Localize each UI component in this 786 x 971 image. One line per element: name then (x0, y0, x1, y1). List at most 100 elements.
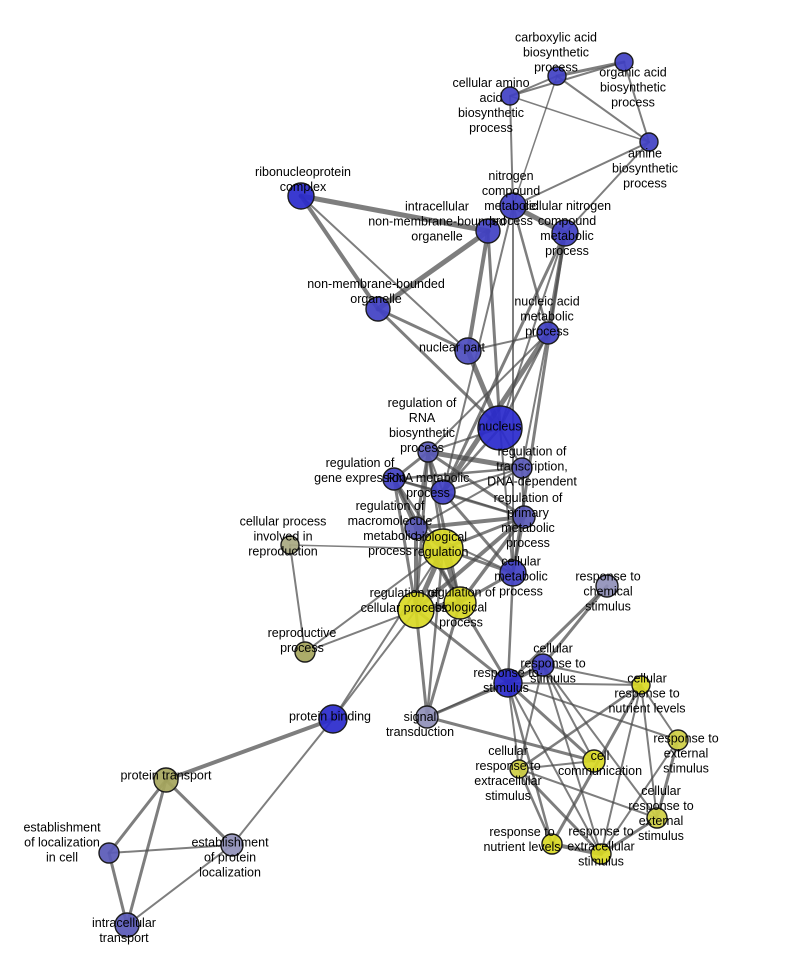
graph-edge-regulation-of-biological-process--signal-transduction[interactable] (425, 601, 462, 719)
graph-edge-cellular-response-to-nutrient-levels--response-to-extracellular-stimulus[interactable] (600, 684, 642, 855)
graph-edge-regulation-of-primary-metabolic-process--regulation-of-macromolecule-metabolic-process[interactable] (414, 515, 526, 530)
graph-node-regulation-of-biological-process[interactable] (443, 586, 477, 620)
graph-edge-cellular-metabolic-process--response-to-stimulus[interactable] (506, 571, 515, 685)
graph-edge-regulation-of-transcription-dna-dependent--rna-metabolic-process[interactable] (442, 467, 523, 493)
graph-edge-response-to-external-stimulus--cellular-response-to-external-stimulus[interactable] (655, 738, 680, 820)
graph-edge-nitrogen-compound-metabolic-process--nucleic-acid-metabolic-process[interactable] (511, 204, 550, 335)
graph-edge-regulation-of-rna-biosynthetic-process--regulation-of-primary-metabolic-process[interactable] (426, 450, 526, 519)
graph-edge-regulation-of-cellular-process--response-to-stimulus[interactable] (414, 608, 510, 685)
graph-edge-amine-biosynthetic-process--nitrogen-compound-metabolic-process[interactable] (512, 141, 650, 207)
graph-edge-cellular-amino-acid-biosynthetic-process--nitrogen-compound-metabolic-process[interactable] (509, 95, 514, 207)
graph-edge-protein-transport--establishment-of-protein-localization[interactable] (164, 778, 234, 847)
graph-edge-response-to-chemical-stimulus--cellular-response-to-stimulus[interactable] (541, 584, 609, 667)
graph-edge-cellular-response-to-nutrient-levels--cellular-response-to-external-stimulus[interactable] (640, 684, 658, 819)
graph-edge-cellular-response-to-stimulus--cellular-response-to-extracellular-stimulus[interactable] (518, 664, 544, 770)
graph-node-cellular-response-to-nutrient-levels[interactable] (631, 675, 651, 695)
graph-node-establishment-of-protein-localization[interactable] (220, 833, 244, 857)
graph-node-cellular-response-to-stimulus[interactable] (531, 653, 555, 677)
graph-node-intracellular-transport[interactable] (114, 912, 140, 938)
graph-edge-cellular-response-to-stimulus--cellular-response-to-external-stimulus[interactable] (542, 664, 658, 819)
graph-node-cellular-amino-acid-biosynthetic-process[interactable] (500, 86, 520, 106)
graph-node-ribonucleoprotein-complex[interactable] (287, 182, 315, 210)
graph-edge-cellular-nitrogen-compound-metabolic-process--rna-metabolic-process[interactable] (441, 231, 567, 494)
graph-edge-signal-transduction--cellular-response-to-stimulus[interactable] (426, 664, 544, 718)
graph-edge-protein-binding--establishment-of-protein-localization[interactable] (231, 718, 334, 846)
graph-edge-amine-biosynthetic-process--cellular-nitrogen-compound-metabolic-process[interactable] (564, 141, 650, 234)
graph-node-regulation-of-transcription-dna-dependent[interactable] (511, 457, 533, 479)
graph-node-nuclear-part[interactable] (454, 337, 482, 365)
graph-edge-cellular-response-to-stimulus--response-to-extracellular-stimulus[interactable] (542, 664, 602, 855)
graph-node-regulation-of-macromolecule-metabolic-process[interactable] (404, 516, 428, 540)
graph-node-biological-regulation[interactable] (422, 528, 464, 570)
graph-edge-rna-metabolic-process--cellular-metabolic-process[interactable] (441, 490, 515, 575)
graph-edge-response-to-stimulus--response-to-nutrient-levels[interactable] (506, 681, 554, 846)
graph-node-carboxylic-acid-biosynthetic-process[interactable] (547, 66, 567, 86)
graph-edge-regulation-of-gene-expression--regulation-of-cellular-process[interactable] (392, 477, 418, 612)
graph-edge-biological-regulation--protein-binding[interactable] (332, 548, 444, 720)
graph-edge-biological-regulation--signal-transduction[interactable] (425, 547, 445, 719)
graph-node-response-to-extracellular-stimulus[interactable] (590, 843, 612, 865)
graph-edge-regulation-of-primary-metabolic-process--regulation-of-cellular-process[interactable] (414, 515, 526, 612)
graph-node-non-membrane-bounded-organelle[interactable] (365, 296, 391, 322)
graph-edge-cellular-response-to-extracellular-stimulus--cellular-response-to-external-stimulus[interactable] (518, 768, 658, 819)
graph-edge-regulation-of-primary-metabolic-process--regulation-of-biological-process[interactable] (458, 515, 526, 605)
graph-edge-cellular-response-to-extracellular-stimulus--response-to-nutrient-levels[interactable] (517, 767, 554, 846)
graph-edge-cellular-response-to-stimulus--cellular-response-to-nutrient-levels[interactable] (542, 664, 642, 686)
graph-node-protein-transport[interactable] (153, 767, 179, 793)
graph-node-response-to-stimulus[interactable] (493, 668, 523, 698)
graph-edge-nucleus--cellular-metabolic-process[interactable] (499, 427, 514, 574)
graph-edge-response-to-stimulus--response-to-external-stimulus[interactable] (507, 682, 679, 741)
graph-edge-carboxylic-acid-biosynthetic-process--amine-biosynthetic-process[interactable] (556, 75, 650, 143)
graph-edge-cellular-process-involved-in-reproduction--reproductive-process[interactable] (289, 544, 306, 653)
graph-node-establishment-of-localization-in-cell[interactable] (98, 842, 120, 864)
graph-edge-cellular-nitrogen-compound-metabolic-process--nucleus[interactable] (499, 232, 566, 429)
graph-edge-cellular-amino-acid-biosynthetic-process--organic-acid-biosynthetic-process[interactable] (509, 61, 625, 97)
graph-node-response-to-external-stimulus[interactable] (667, 729, 689, 751)
graph-node-response-to-nutrient-levels[interactable] (541, 833, 563, 855)
graph-node-amine-biosynthetic-process[interactable] (639, 132, 659, 152)
graph-edge-ribonucleoprotein-complex--intracellular-non-membrane-bounded-organelle[interactable] (298, 193, 491, 234)
graph-edge-protein-binding--protein-transport[interactable] (164, 717, 335, 782)
graph-node-intracellular-non-membrane-bounded-organelle[interactable] (475, 218, 501, 244)
graph-edge-intracellular-non-membrane-bounded-organelle--nuclear-part[interactable] (466, 229, 490, 353)
graph-edge-organic-acid-biosynthetic-process--amine-biosynthetic-process[interactable] (623, 61, 650, 143)
graph-node-cellular-nitrogen-compound-metabolic-process[interactable] (551, 219, 579, 247)
graph-edge-cellular-response-to-extracellular-stimulus--response-to-extracellular-stimulus[interactable] (517, 767, 603, 856)
graph-edge-protein-transport--intracellular-transport[interactable] (125, 778, 168, 927)
graph-node-regulation-of-cellular-process[interactable] (397, 591, 435, 629)
graph-node-response-to-chemical-stimulus[interactable] (595, 574, 619, 598)
graph-edge-intracellular-non-membrane-bounded-organelle--nucleus[interactable] (486, 229, 502, 430)
graph-node-signal-transduction[interactable] (415, 705, 439, 729)
graph-edge-biological-regulation--reproductive-process[interactable] (304, 548, 444, 653)
graph-node-cellular-response-to-extracellular-stimulus[interactable] (509, 759, 529, 779)
graph-node-reproductive-process[interactable] (294, 641, 316, 663)
graph-edge-regulation-of-cellular-process--protein-binding[interactable] (332, 609, 417, 720)
graph-node-cellular-process-involved-in-reproduction[interactable] (280, 535, 300, 555)
graph-edge-ribonucleoprotein-complex--non-membrane-bounded-organelle[interactable] (299, 194, 380, 311)
graph-node-protein-binding[interactable] (318, 704, 348, 734)
graph-edge-establishment-of-protein-localization--intracellular-transport[interactable] (126, 844, 233, 926)
graph-edge-cellular-amino-acid-biosynthetic-process--amine-biosynthetic-process[interactable] (509, 95, 650, 143)
graph-edge-regulation-of-transcription-dna-dependent--regulation-of-macromolecule-metabolic-process[interactable] (415, 467, 523, 529)
graph-edge-ribonucleoprotein-complex--nuclear-part[interactable] (300, 195, 469, 352)
graph-node-nucleic-acid-metabolic-process[interactable] (536, 321, 560, 345)
graph-edge-cellular-response-to-nutrient-levels--response-to-external-stimulus[interactable] (640, 684, 679, 741)
graph-edge-response-to-stimulus--cell-communication[interactable] (506, 681, 596, 763)
graph-node-nitrogen-compound-metabolic-process[interactable] (499, 192, 527, 220)
graph-node-nucleus[interactable] (477, 405, 523, 451)
graph-edge-regulation-of-transcription-dna-dependent--regulation-of-gene-expression[interactable] (392, 466, 524, 481)
graph-node-regulation-of-gene-expression[interactable] (382, 467, 406, 491)
graph-edge-cellular-response-to-external-stimulus--response-to-extracellular-stimulus[interactable] (599, 816, 659, 856)
graph-edge-cell-communication--cellular-response-to-extracellular-stimulus[interactable] (518, 760, 595, 770)
graph-edge-cellular-response-to-nutrient-levels--cellular-response-to-extracellular-stimulus[interactable] (517, 683, 643, 771)
graph-node-cellular-metabolic-process[interactable] (499, 559, 527, 587)
graph-edge-establishment-of-localization-in-cell--establishment-of-protein-localization[interactable] (108, 844, 233, 854)
graph-edge-response-to-external-stimulus--response-to-extracellular-stimulus[interactable] (600, 739, 679, 855)
graph-edge-response-to-stimulus--response-to-extracellular-stimulus[interactable] (507, 682, 602, 855)
graph-edge-intracellular-non-membrane-bounded-organelle--non-membrane-bounded-organelle[interactable] (375, 228, 491, 312)
graph-edge-regulation-of-rna-biosynthetic-process--regulation-of-transcription-dna-dependent[interactable] (425, 449, 525, 471)
graph-edge-nucleic-acid-metabolic-process--regulation-of-transcription-dna-dependent[interactable] (521, 332, 549, 469)
graph-edge-regulation-of-cellular-process--reproductive-process[interactable] (304, 609, 417, 653)
graph-edge-nucleic-acid-metabolic-process--regulation-of-rna-biosynthetic-process[interactable] (427, 332, 549, 453)
graph-node-cell-communication[interactable] (582, 749, 606, 773)
